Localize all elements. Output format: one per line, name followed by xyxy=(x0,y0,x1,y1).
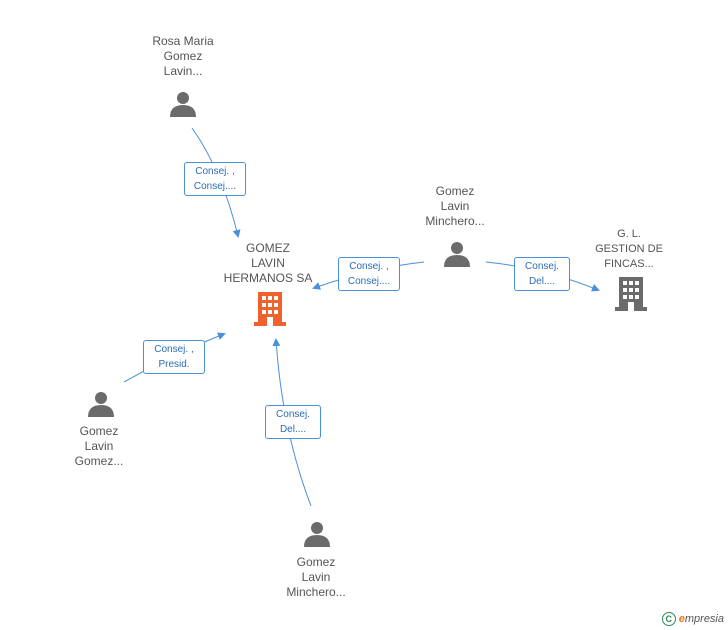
edge-label-line: Consej. , xyxy=(154,344,194,355)
building-icon[interactable] xyxy=(615,277,647,311)
label-line: Lavin xyxy=(84,439,114,453)
edge-label-gomez-to-main[interactable]: Consej. , Presid. xyxy=(143,340,205,374)
label-line: Minchero... xyxy=(425,214,485,228)
edge-label-line: Presid. xyxy=(158,359,190,370)
label-line: Gomez xyxy=(296,555,336,569)
copyright-icon: C xyxy=(661,612,676,626)
label-line: FINCAS... xyxy=(604,258,654,270)
node-label-company-main[interactable]: GOMEZ LAVIN HERMANOS SA xyxy=(218,241,318,286)
label-line: Gomez... xyxy=(74,454,124,468)
person-icon[interactable] xyxy=(443,240,471,268)
label-line: GOMEZ xyxy=(246,241,290,255)
edge-label-line: Del.... xyxy=(279,424,307,435)
edge-label-line: Consej. xyxy=(276,409,310,420)
label-line: Lavin xyxy=(301,570,331,584)
brand-e: e xyxy=(678,613,685,625)
edge-label-minchero-to-gl[interactable]: Consej. Del.... xyxy=(514,257,570,291)
label-line: HERMANOS SA xyxy=(223,271,313,285)
edge-label-line: Consej. , xyxy=(349,261,389,272)
edge-label-line: Consej. xyxy=(525,261,559,272)
label-line: Lavin... xyxy=(163,64,203,78)
building-icon[interactable] xyxy=(254,292,286,326)
brand-rest: mpresia xyxy=(684,613,724,625)
label-line: Gomez xyxy=(163,49,203,63)
edge-label-line: Consej. , xyxy=(195,166,235,177)
label-line: Rosa Maria xyxy=(152,34,214,48)
person-icon[interactable] xyxy=(169,90,197,118)
brand-footer: C empresia xyxy=(661,612,724,626)
edge-label-rosa-to-main[interactable]: Consej. , Consej.... xyxy=(184,162,246,196)
node-label-gl-gestion[interactable]: G. L. GESTION DE FINCAS... xyxy=(584,227,674,272)
label-line: Minchero... xyxy=(286,585,346,599)
label-line: G. L. xyxy=(617,228,641,240)
node-label-gomez-left[interactable]: Gomez Lavin Gomez... xyxy=(49,424,149,469)
person-icon[interactable] xyxy=(87,390,115,418)
edge-label-line: Consej.... xyxy=(193,181,237,192)
node-label-minchero-top[interactable]: Gomez Lavin Minchero... xyxy=(405,184,505,229)
person-icon[interactable] xyxy=(303,520,331,548)
edge-label-line: Consej.... xyxy=(347,276,391,287)
label-line: Gomez xyxy=(435,184,475,198)
node-label-minchero-bottom[interactable]: Gomez Lavin Minchero... xyxy=(266,555,366,600)
brand-logo: empresia xyxy=(679,613,724,625)
label-line: Lavin xyxy=(440,199,470,213)
label-line: Gomez xyxy=(79,424,119,438)
label-line: GESTION DE xyxy=(595,243,663,255)
node-label-rosa[interactable]: Rosa Maria Gomez Lavin... xyxy=(133,34,233,79)
edge-label-line: Del.... xyxy=(528,276,556,287)
label-line: LAVIN xyxy=(251,256,285,270)
edge-label-minchero-to-main[interactable]: Consej. , Consej.... xyxy=(338,257,400,291)
edge-label-minchero-bottom-to-main[interactable]: Consej. Del.... xyxy=(265,405,321,439)
